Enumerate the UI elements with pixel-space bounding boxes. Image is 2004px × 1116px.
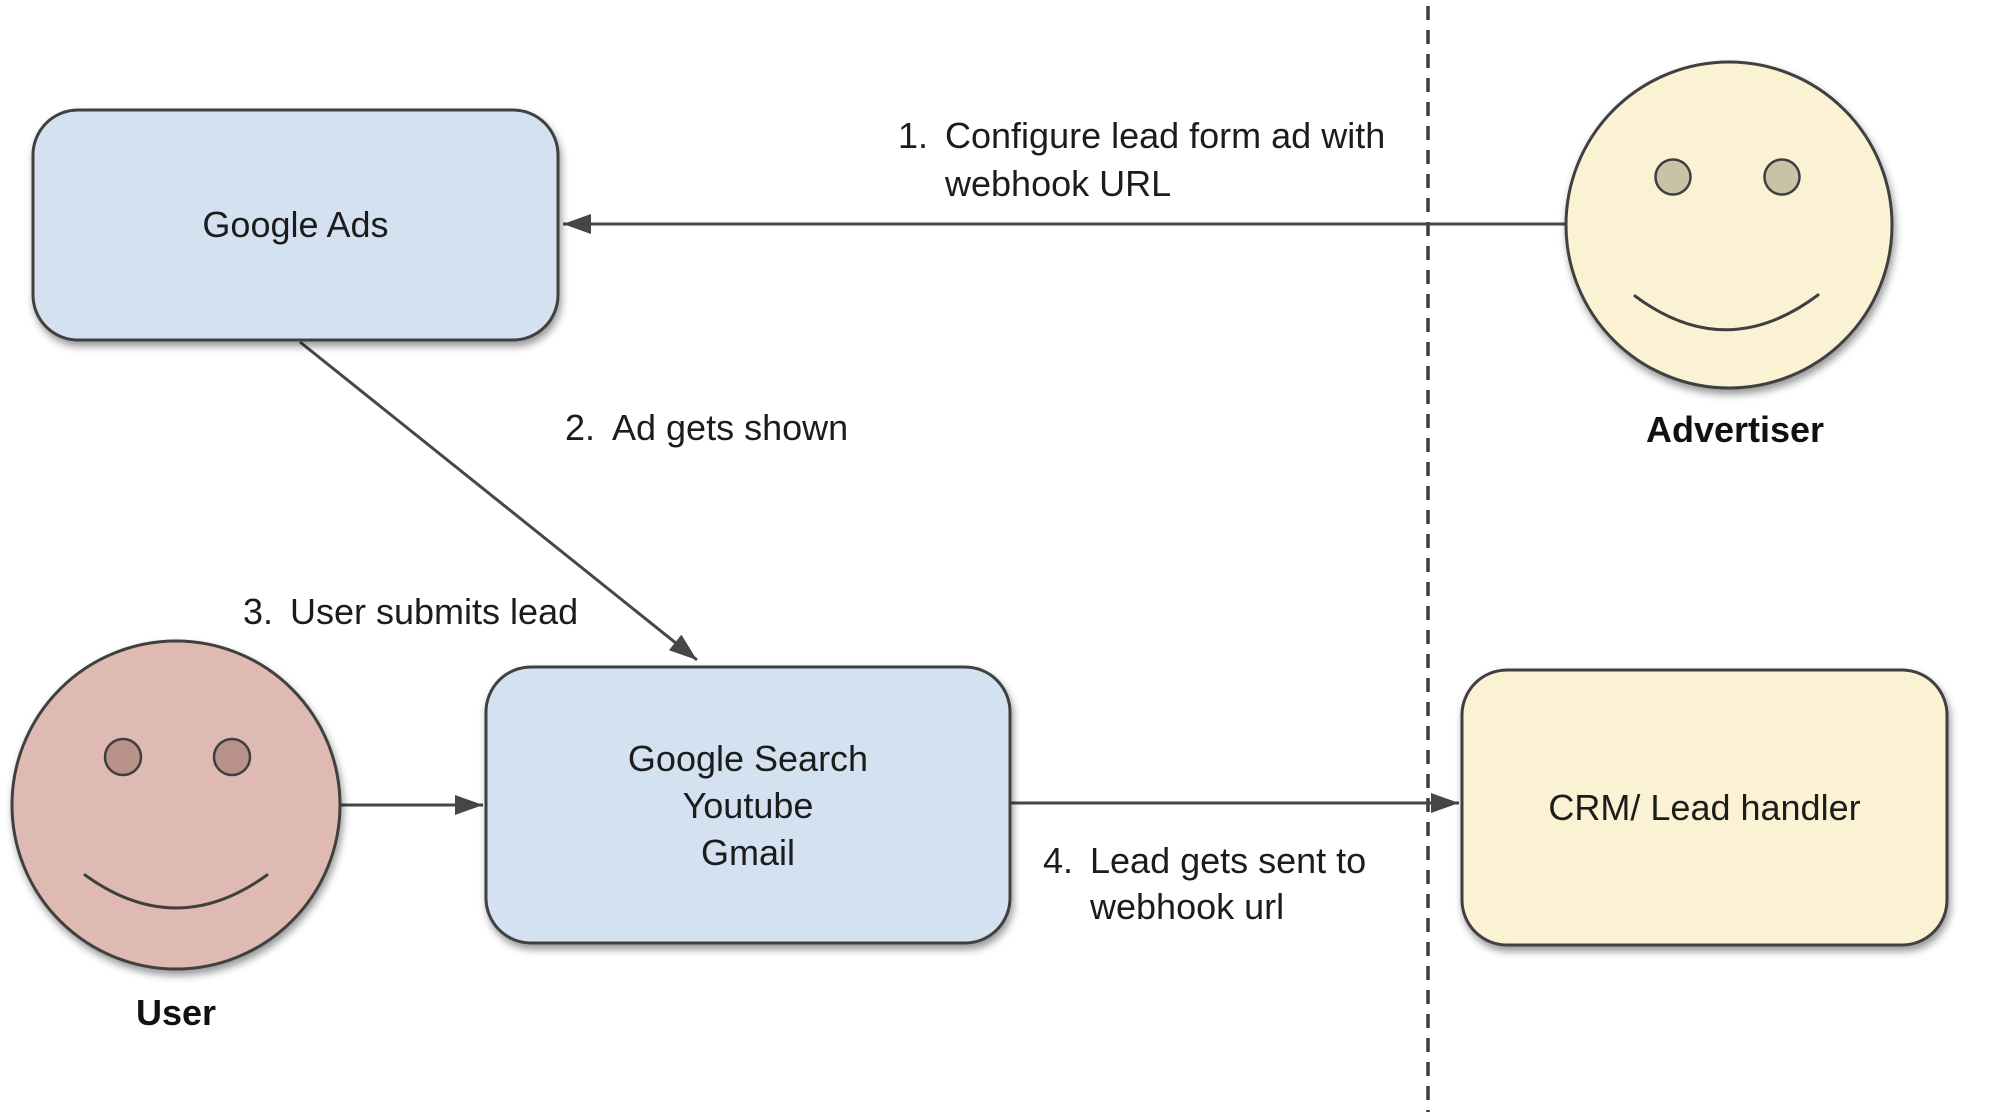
step1-number: 1.	[898, 115, 929, 156]
step4-line-1: Lead gets sent to	[1090, 840, 1367, 881]
step1-label: 1. Configure lead form ad with webhook U…	[898, 112, 1385, 208]
arrow-ad-gets-shown	[299, 340, 698, 662]
crm-node	[1460, 668, 1949, 947]
step3-label: 3. User submits lead	[243, 591, 578, 633]
user-label: User	[135, 992, 217, 1033]
advertiser-face-icon	[1564, 60, 1894, 390]
user-smile-icon	[83, 873, 269, 910]
user-face-circle	[10, 639, 342, 971]
google-ads-node	[31, 108, 560, 342]
step3-number: 3.	[243, 591, 274, 632]
step1-line-1: Configure lead form ad with	[945, 115, 1386, 156]
step1-line-2: webhook URL	[945, 163, 1172, 204]
google-properties-node	[484, 665, 1012, 945]
advertiser-label: Advertiser	[1645, 409, 1825, 450]
advertiser-smile-icon	[1633, 293, 1820, 332]
step4-number: 4.	[1043, 840, 1074, 881]
step2-number: 2.	[565, 407, 596, 448]
advertiser-right-eye-icon	[1763, 158, 1801, 196]
user-left-eye-icon	[103, 737, 143, 777]
step2-label: 2. Ad gets shown	[565, 407, 848, 449]
step2-text: Ad gets shown	[612, 407, 849, 448]
user-face-icon	[10, 639, 342, 971]
advertiser-face-circle	[1564, 60, 1894, 390]
advertiser-left-eye-icon	[1654, 158, 1692, 196]
step4-line-2: webhook url	[1090, 886, 1285, 927]
step3-text: User submits lead	[290, 591, 579, 632]
step4-label: 4. Lead gets sent to webhook url	[1043, 838, 1366, 930]
user-right-eye-icon	[212, 737, 252, 777]
